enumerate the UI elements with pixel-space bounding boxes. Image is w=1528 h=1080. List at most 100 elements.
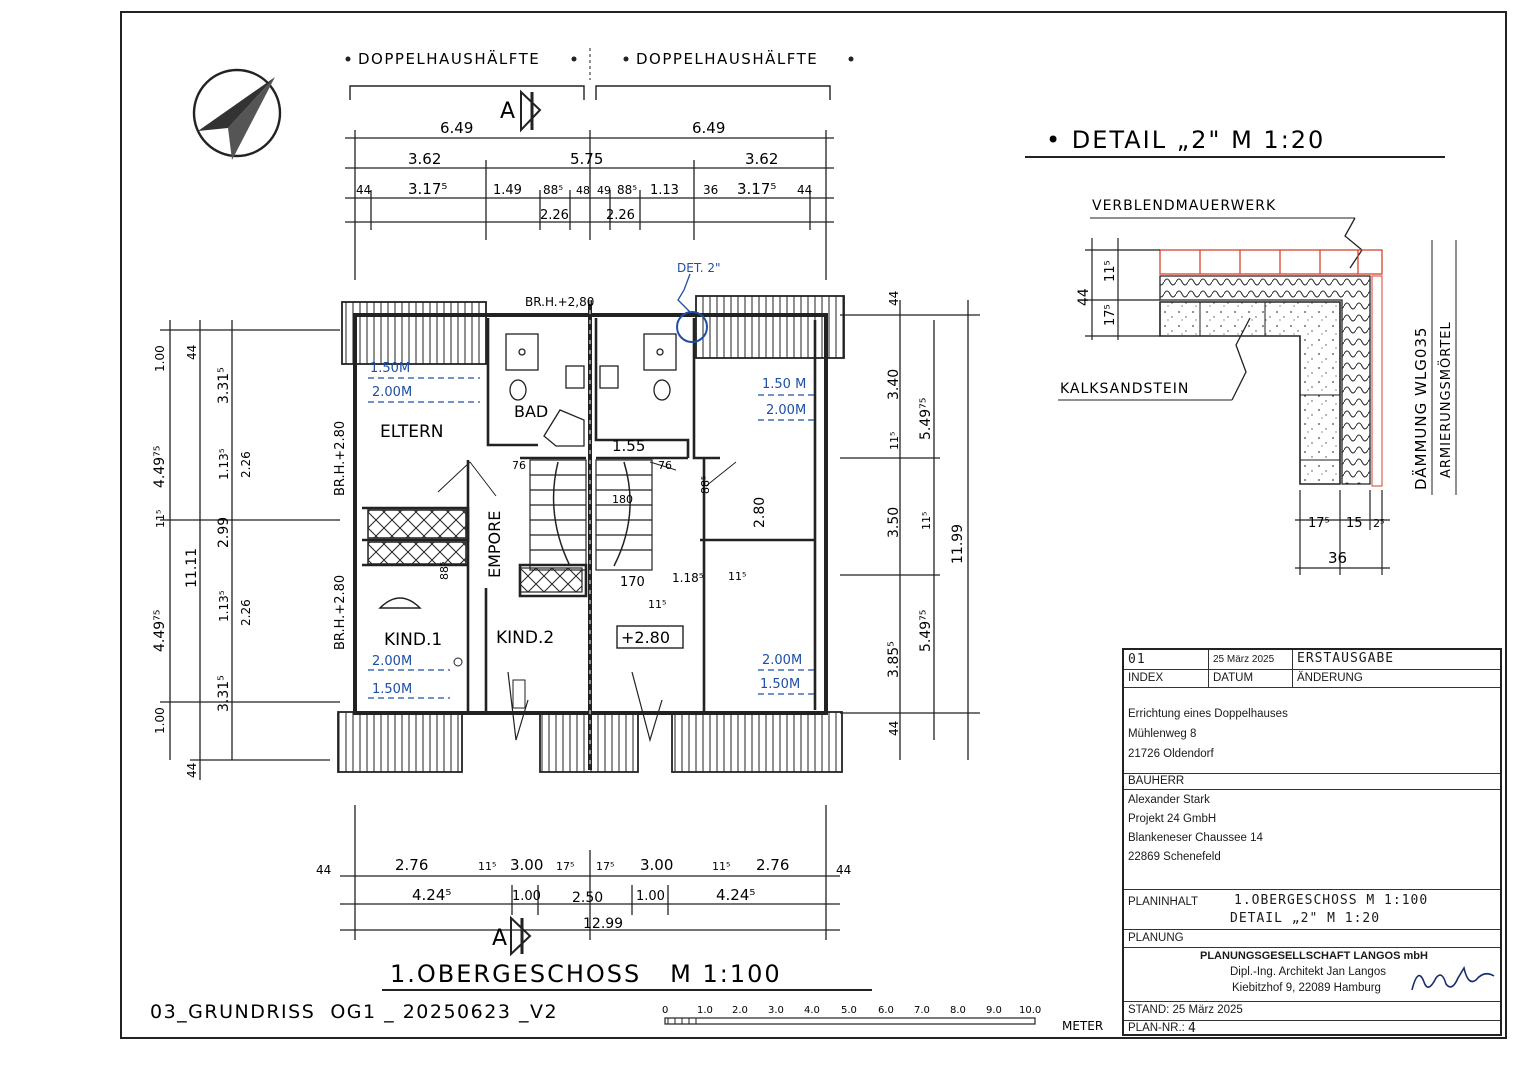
bed-sizes: 1.50M 2.00M 1.50 M 2.00M 2.00M 1.50M 2.0…	[370, 361, 806, 697]
room-label-empore: EMPORE	[485, 511, 504, 578]
date-label: DATUM	[1208, 670, 1292, 687]
detail-dim-v-2: 17⁵	[1103, 304, 1118, 326]
room-label-bad: BAD	[514, 402, 548, 421]
bed-right-bottom-width: 1.50M	[760, 677, 800, 692]
brick-course-icon	[1159, 249, 1383, 275]
dim-right-outer-2: 11⁵	[888, 432, 901, 450]
floor-plan	[337, 273, 845, 773]
dim-885-right: 88⁵	[699, 476, 712, 494]
dim-top-3-1: 3.17⁵	[408, 180, 447, 198]
svg-text:A: A	[500, 99, 515, 124]
brh-left-1-label: BR.H.+2.80	[333, 421, 348, 496]
bed-right-top-length: 2.00M	[766, 403, 806, 418]
scale-tick-9: 9.0	[986, 1005, 1002, 1016]
planinhalt-line-2: DETAIL „2" M 1:20	[1230, 911, 1381, 926]
scale-unit: METER	[1062, 1019, 1103, 1033]
dim-bottom-2-0: 4.24⁵	[412, 886, 451, 904]
dim-right-outer-5: 44	[887, 721, 901, 736]
change-label: ÄNDERUNG	[1292, 670, 1500, 687]
dim-1185: 1.18⁵	[672, 571, 704, 585]
dim-bottom-1-9: 44	[836, 863, 851, 877]
dim-bottom-2-2: 2.50	[572, 890, 603, 906]
dim-right-outer-1: 3.40	[886, 369, 902, 400]
detail-dim-b-0: 17⁵	[1308, 516, 1330, 531]
dim-left-middle-2: 11.11	[184, 548, 200, 588]
detail-kalksandstein-label: KALKSANDSTEIN	[1060, 381, 1189, 397]
bed-eltern-width: 1.50M	[370, 361, 410, 376]
detail-daemmung-label: DÄMMUNG WLG035	[1411, 327, 1430, 490]
stand-label: STAND: 25 März 2025	[1128, 1004, 1243, 1016]
bed-kind1-length: 2.00M	[372, 654, 412, 669]
dim-bottom-1-3: 3.00	[510, 856, 543, 874]
bauherr-line-3: Blankeneser Chaussee 14	[1128, 832, 1263, 844]
right-house-label: DOPPELHAUSHÄLFTE	[636, 49, 818, 68]
room-label-kind2: KIND.2	[496, 628, 554, 648]
bottom-dimension-lines	[340, 805, 840, 940]
dim-top-3-7: 1.13	[650, 183, 679, 198]
dim-top-3-2: 1.49	[493, 183, 522, 198]
left-dimension-lines	[160, 320, 340, 780]
dim-left-inner-1: 1.13⁵	[217, 448, 231, 480]
dim-left-opening-0: 2.26	[239, 451, 253, 478]
scale-tick-8: 8.0	[950, 1005, 966, 1016]
dim-left-inner-2: 2.99	[216, 517, 232, 548]
dim-180: 180	[612, 493, 633, 506]
dim-155: 1.55	[612, 437, 645, 455]
dim-bottom-2-3: 1.00	[636, 889, 665, 904]
scale-tick-5: 5.0	[841, 1005, 857, 1016]
dim-right-middle-0: 5.49⁷⁵	[918, 398, 934, 440]
bed-eltern-length: 2.00M	[372, 385, 412, 400]
dim-bottom-2-1: 1.00	[512, 889, 541, 904]
detail-armierung-label: ARMIERUNGSMÖRTEL	[1437, 321, 1454, 478]
bauherr-line-4: 22869 Schenefeld	[1128, 851, 1221, 863]
date-value: 25 März 2025	[1208, 650, 1292, 669]
bauherr-line-1: Alexander Stark	[1128, 794, 1210, 806]
dim-left-inner-3: 1.13⁵	[217, 590, 231, 622]
brh-left-2-label: BR.H.+2.80	[333, 575, 348, 650]
dim-left-opening-1: 2.26	[239, 599, 253, 626]
dim-top-3-5: 49	[597, 184, 611, 197]
planinhalt-label: PLANINHALT	[1128, 896, 1199, 908]
dim-right-outer-3: 3.50	[886, 507, 902, 538]
plan-nr-label: PLAN-NR.:	[1128, 1022, 1185, 1034]
plan-nr-value: 4	[1188, 1021, 1197, 1036]
planung-section: PLANUNGSGESELLSCHAFT LANGOS mbH Dipl.-In…	[1124, 948, 1500, 1002]
dim-bottom-1-1: 2.76	[395, 856, 428, 874]
dim-76-right: 76	[658, 459, 672, 472]
planung-line-1: PLANUNGSGESELLSCHAFT LANGOS mbH	[1200, 950, 1428, 962]
detail-verblend-label: VERBLENDMAUERWERK	[1092, 198, 1276, 214]
planung-line-2: Dipl.-Ing. Architekt Jan Langos	[1230, 966, 1386, 978]
project-line-3: 21726 Oldendorf	[1128, 748, 1214, 760]
bauherr-label: BAUHERR	[1128, 775, 1185, 787]
section-marker-top: A	[500, 89, 542, 133]
dim-right-middle-2: 5.49⁷⁵	[918, 610, 934, 652]
dim-bottom-1-7: 11⁵	[712, 860, 730, 873]
dim-top-3-3: 88⁵	[543, 183, 563, 197]
dim-bottom-2-4: 4.24⁵	[716, 886, 755, 904]
dim-top-3-8: 36	[703, 183, 718, 197]
dim-left-inner-4: 3.31⁵	[216, 675, 232, 712]
project-line-2: Mühlenweg 8	[1128, 728, 1197, 740]
detail-dim-v-1: 44	[1076, 288, 1092, 306]
bed-kind1-width: 1.50M	[372, 682, 412, 697]
index-value: 01	[1128, 652, 1146, 667]
section-marker-bottom: A	[492, 915, 532, 957]
change-value: ERSTAUSGABE	[1292, 650, 1500, 669]
dim-left-inner-0: 3.31⁵	[216, 367, 232, 404]
dim-left-middle-0: 1.00	[153, 345, 167, 372]
scale-tick-7: 7.0	[914, 1005, 930, 1016]
signature-icon	[1411, 965, 1495, 991]
dim-115-b: 11⁵	[648, 598, 666, 611]
dim-right-outer-4: 3.85⁵	[886, 641, 902, 678]
room-label-kind1: KIND.1	[384, 630, 442, 650]
dim-bottom-total: 12.99	[583, 916, 623, 932]
dim-right-middle-1: 11⁵	[920, 512, 933, 530]
scale-tick-10: 10.0	[1019, 1005, 1041, 1016]
dim-bottom-1-6: 3.00	[640, 856, 673, 874]
dim-top-2-mid: 5.75	[570, 150, 603, 168]
dim-76-left: 76	[512, 459, 526, 472]
north-arrow-icon	[192, 68, 282, 160]
detail-title: • DETAIL „2" M 1:20	[1046, 126, 1325, 154]
dim-885-left: 88⁵	[438, 562, 451, 580]
project-line-1: Errichtung eines Doppelhauses	[1128, 708, 1288, 720]
